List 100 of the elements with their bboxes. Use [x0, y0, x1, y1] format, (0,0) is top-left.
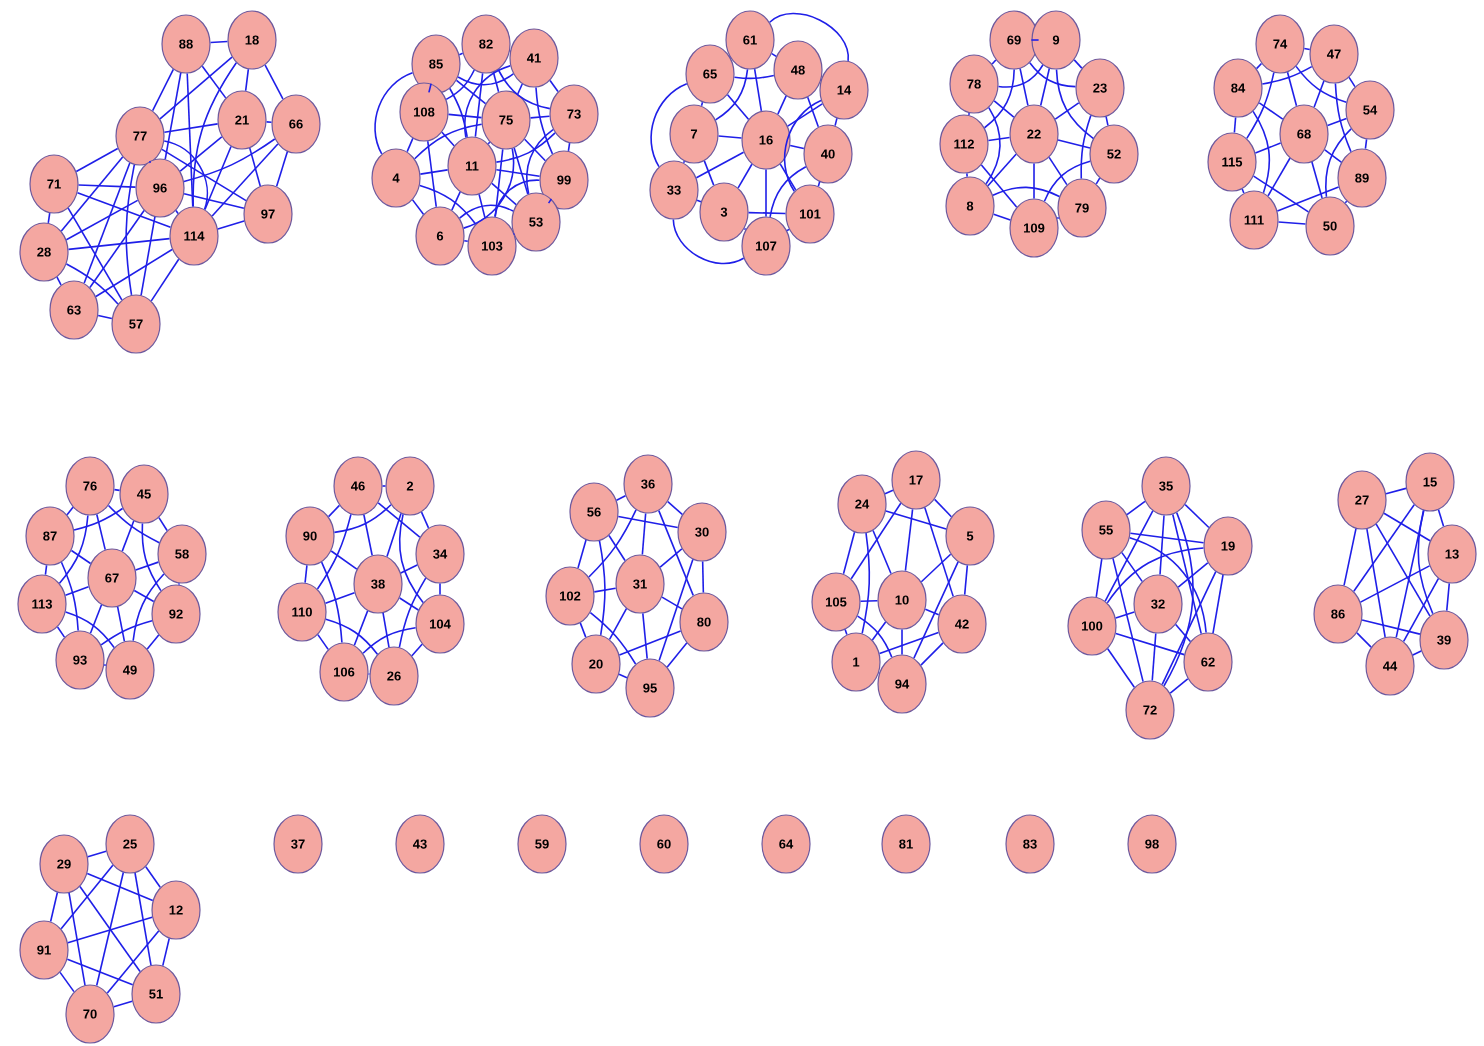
- edge-line: [353, 610, 369, 646]
- edge-line: [642, 612, 648, 660]
- edge-line: [1128, 537, 1207, 634]
- edge-line: [163, 123, 219, 133]
- edge-line: [457, 73, 515, 86]
- edge-line: [406, 137, 414, 153]
- edge-line: [179, 136, 223, 172]
- edge-line: [495, 132, 556, 163]
- edge-line: [1159, 514, 1165, 576]
- edge-line: [737, 163, 753, 189]
- edge-line: [661, 596, 683, 610]
- edge-line: [320, 561, 343, 644]
- edge-line: [398, 577, 427, 648]
- edge-line: [158, 516, 168, 532]
- edge-line: [164, 72, 182, 160]
- edge-line: [398, 597, 420, 611]
- edge-line: [966, 172, 968, 178]
- edge-line: [1295, 65, 1348, 103]
- edge-line: [765, 168, 767, 218]
- edge-line: [1286, 71, 1298, 107]
- edge-line: [1395, 509, 1425, 639]
- edge-line: [1177, 562, 1209, 588]
- edge-line: [497, 68, 551, 110]
- edge-line: [439, 582, 441, 596]
- edge-line: [183, 193, 245, 209]
- edge-line: [1325, 128, 1352, 198]
- edge-line: [872, 529, 892, 575]
- edge-line: [733, 74, 775, 80]
- edge-line: [786, 228, 790, 232]
- edge-line: [753, 68, 763, 112]
- edge-line: [125, 164, 136, 296]
- edge-line: [987, 136, 1011, 142]
- edge-line: [920, 642, 944, 666]
- edge-line: [428, 82, 432, 94]
- edge-line: [526, 128, 554, 195]
- edge-line: [330, 550, 358, 570]
- edge-line: [1277, 221, 1307, 225]
- edge-line: [217, 220, 245, 230]
- edge-line: [920, 553, 952, 583]
- edge-line: [700, 101, 704, 107]
- edge-line: [1112, 557, 1144, 683]
- edge-line: [204, 145, 232, 211]
- edge-line: [1184, 503, 1210, 529]
- edge-line: [474, 72, 484, 138]
- edge-line: [615, 494, 627, 502]
- edge-line: [492, 71, 500, 93]
- edge-line: [1104, 510, 1154, 602]
- edge-line: [140, 216, 156, 296]
- edge-line: [1054, 102, 1080, 120]
- edge-line: [617, 515, 679, 529]
- edge-line: [577, 539, 587, 569]
- edge-line: [75, 147, 119, 173]
- edge-line: [398, 513, 424, 604]
- edge-line: [714, 68, 749, 121]
- edge-line: [904, 508, 914, 572]
- edge-line: [992, 213, 1012, 221]
- edge-line: [67, 916, 153, 944]
- edge-line: [419, 169, 449, 175]
- edge-line: [1114, 611, 1136, 619]
- edge-line: [400, 564, 418, 574]
- edge-line: [382, 612, 390, 648]
- edge-line: [386, 512, 402, 558]
- edge-line: [1030, 39, 1040, 41]
- edge-line: [304, 564, 308, 584]
- edge-line: [1233, 116, 1237, 134]
- edge-line: [209, 40, 229, 44]
- edge-line: [747, 211, 787, 215]
- edge-line: [1385, 487, 1407, 495]
- edge-line: [59, 971, 75, 993]
- edge-line: [850, 502, 902, 580]
- edge-line: [96, 513, 106, 551]
- edge-line: [1353, 503, 1415, 593]
- edge-line: [1267, 157, 1291, 197]
- edge-line: [83, 162, 131, 284]
- edge-line: [100, 619, 153, 646]
- edge-line: [141, 522, 162, 592]
- edge-line: [1080, 114, 1092, 180]
- edge-line: [426, 140, 438, 208]
- edge-line: [248, 147, 262, 187]
- edge-line: [859, 599, 879, 603]
- edge-line: [56, 276, 62, 286]
- edge-line: [161, 148, 247, 202]
- edge-line: [1417, 509, 1434, 615]
- edge-line: [1151, 632, 1157, 682]
- edge-line: [666, 642, 688, 668]
- edge-line: [44, 564, 48, 576]
- edge-line: [107, 504, 161, 544]
- edge-line: [992, 186, 1061, 198]
- edge-line: [87, 850, 107, 858]
- edge-line: [1246, 71, 1275, 140]
- edge-line: [529, 115, 551, 119]
- edge-line: [464, 65, 512, 139]
- edge-line: [1252, 175, 1310, 213]
- edge-line: [1254, 142, 1282, 154]
- edge-line: [1105, 115, 1109, 127]
- edge-line: [363, 513, 373, 557]
- edge-line: [817, 181, 821, 187]
- edge-line: [672, 218, 745, 265]
- edge-line: [1039, 67, 1051, 107]
- edge-line: [121, 520, 135, 552]
